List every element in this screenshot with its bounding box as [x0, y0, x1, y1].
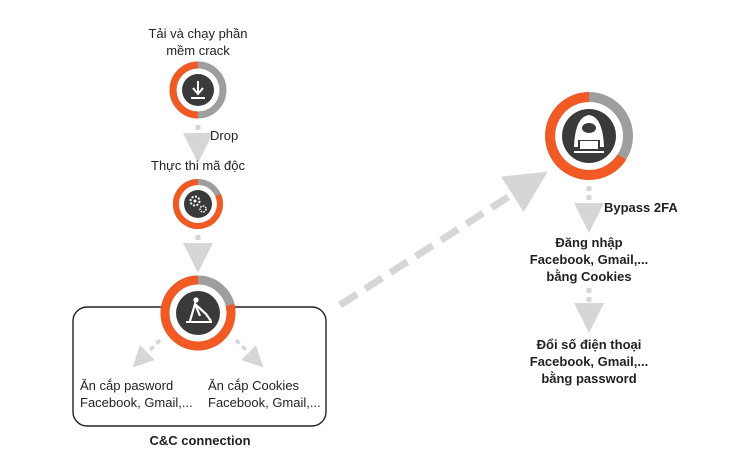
malware-actor-icon: [186, 297, 212, 323]
cnc-label: C&C connection: [149, 433, 251, 448]
change-phone-line2: Facebook, Gmail,...: [529, 354, 649, 369]
flow-arrow-steal-password: [132, 338, 162, 368]
cnc-node: [160, 275, 236, 351]
change-phone-line3: bằng password: [541, 371, 637, 386]
login-line2: Facebook, Gmail,...: [529, 252, 649, 267]
steal-password-label: Ăn cắp pasword Facebook, Gmail,...: [80, 377, 193, 411]
hacker-icon: [574, 115, 604, 153]
execute-node: [172, 178, 223, 229]
flow-arrow-steal-cookies: [234, 338, 264, 368]
steal-password-line2: Facebook, Gmail,...: [80, 395, 193, 410]
login-label: Đăng nhập Facebook, Gmail,... bằng Cooki…: [519, 234, 659, 285]
download-node: [169, 61, 227, 119]
bypass-label: Bypass 2FA: [604, 200, 678, 215]
download-icon: [191, 81, 205, 99]
steal-cookies-label: Ăn cắp Cookies Facebook, Gmail,...: [208, 377, 321, 411]
change-phone-label: Đổi số điện thoại Facebook, Gmail,... bằ…: [519, 336, 659, 387]
change-phone-line1: Đổi số điện thoại: [536, 337, 642, 352]
drop-label: Drop: [210, 128, 239, 143]
execute-label: Thực thi mã độc: [151, 158, 245, 173]
steal-cookies-line1: Ăn cắp Cookies: [208, 378, 300, 393]
download-label-line2: mềm crack: [166, 43, 230, 58]
steal-cookies-line2: Facebook, Gmail,...: [208, 395, 321, 410]
gears-icon: [189, 195, 207, 213]
login-line1: Đăng nhập: [555, 235, 623, 250]
download-label: Tải và chạy phần mềm crack: [128, 25, 268, 59]
flow-arrow-exfiltrate: [338, 171, 548, 308]
steal-password-line1: Ăn cắp pasword: [80, 378, 174, 393]
download-label-line1: Tải và chạy phần: [148, 26, 248, 41]
hacker-node: [545, 92, 633, 180]
login-line3: bằng Cookies: [546, 269, 632, 284]
